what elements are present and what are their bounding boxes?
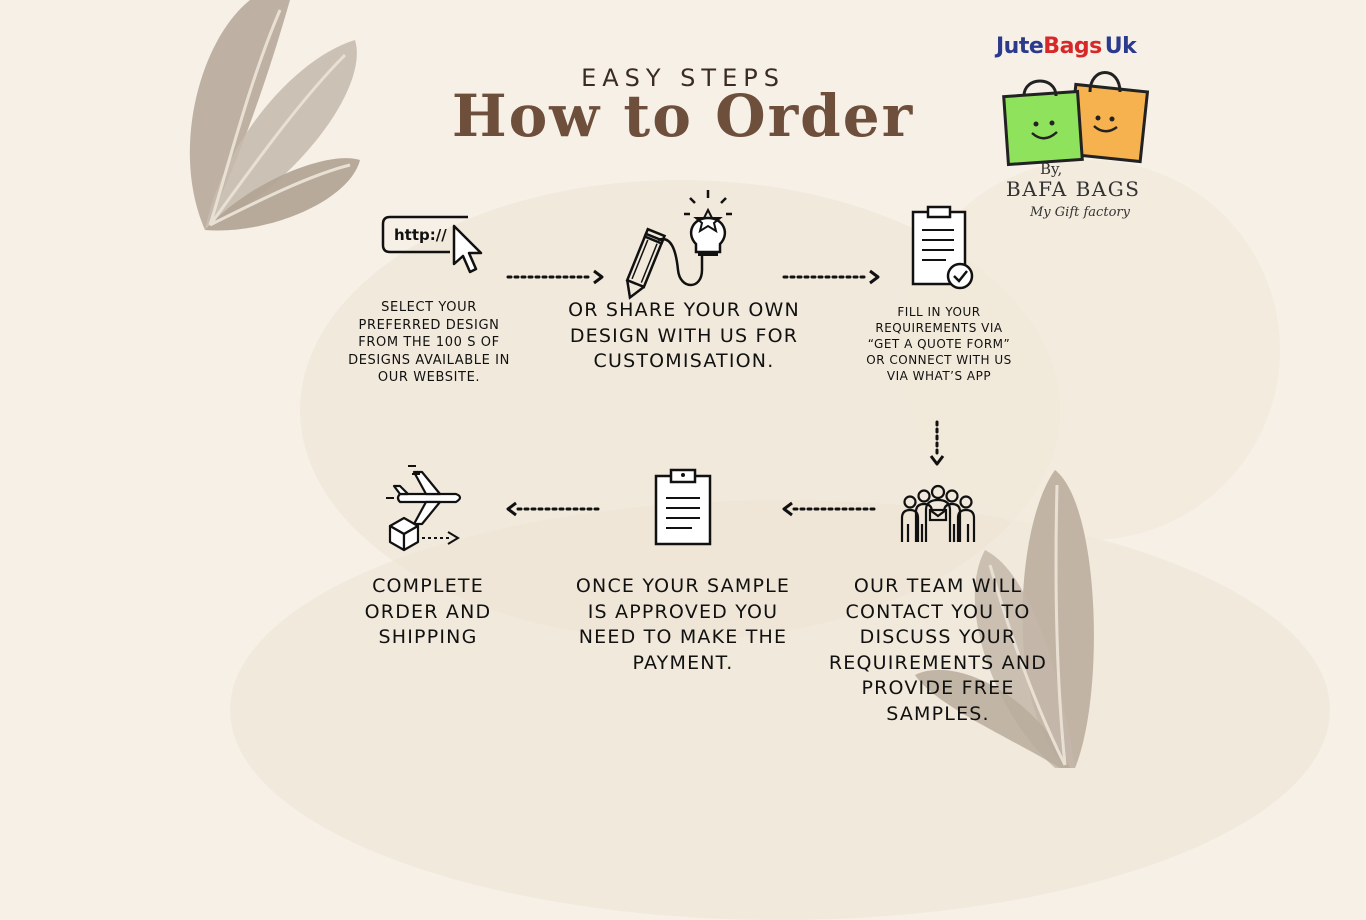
- airplane-shipping-icon: [386, 465, 462, 552]
- url-badge-text: http://: [394, 226, 447, 244]
- decorative-leaves: [189, 0, 360, 231]
- arrow-left-icon: [782, 501, 878, 517]
- arrow-right-icon: [782, 269, 880, 285]
- logo-word-jute: Jute: [996, 34, 1044, 59]
- page-subtitle: EASY STEPS: [581, 64, 785, 92]
- arrow-right-icon: [506, 269, 604, 285]
- arrow-down-icon: [929, 420, 945, 466]
- logo-bags-icon: [1002, 71, 1150, 167]
- logo-company: BAFA BAGS: [1006, 177, 1141, 201]
- form-checklist-icon: [911, 205, 974, 290]
- team-icon: [900, 484, 976, 542]
- logo-word-uk: Uk: [1104, 34, 1137, 59]
- page-title: How to Order: [451, 82, 915, 150]
- step-team-contact-text: Our team will contact you to discuss you…: [828, 575, 1048, 725]
- step-share-design-text: or share your own design with us for cus…: [568, 299, 800, 372]
- logo-tagline: My Gift factory: [1030, 205, 1130, 220]
- arrow-left-icon: [506, 501, 602, 517]
- logo-word-bags: Bags: [1043, 34, 1102, 59]
- step-select-design-text: Select your preferred design from the 10…: [348, 300, 510, 385]
- background-blob: [230, 500, 1330, 920]
- pencil-lightbulb-icon: [625, 190, 732, 300]
- step-payment-text: Once your sample is approved you need to…: [575, 575, 791, 674]
- logo-by: By,: [1040, 160, 1063, 178]
- decorative-leaves: [915, 470, 1094, 768]
- step-complete-order-text: Complete order and shipping: [364, 575, 492, 648]
- step-fill-requirements-text: Fill in your requirements via “Get a quo…: [866, 305, 1012, 383]
- url-cursor-icon: http://: [381, 215, 483, 274]
- clipboard-icon: [654, 468, 712, 546]
